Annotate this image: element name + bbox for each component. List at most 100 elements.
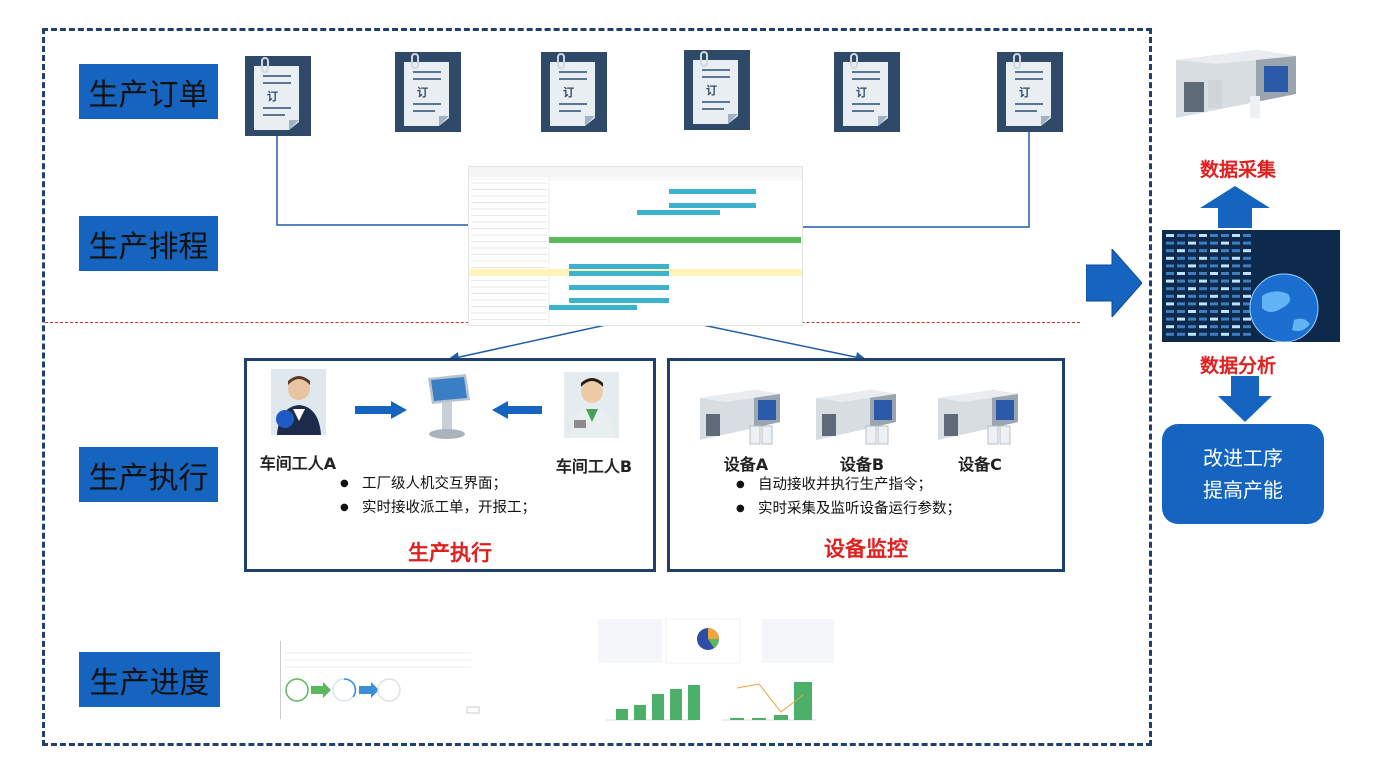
- server-light: [1188, 310, 1196, 313]
- server-light: [1177, 241, 1185, 245]
- server-light: [1232, 272, 1240, 275]
- server-light: [1232, 241, 1240, 245]
- device-label: 设备C: [958, 455, 1002, 474]
- server-light: [1221, 294, 1229, 298]
- server-light: [1177, 249, 1185, 253]
- server-light: [1232, 294, 1240, 298]
- server-light: [1243, 234, 1251, 237]
- server-light: [1188, 264, 1196, 268]
- execution-bullets: 工厂级人机交互界面； 实时接收派工单，开报工；: [340, 472, 600, 520]
- monitoring-panel-title: 设备监控: [824, 537, 908, 561]
- server-light: [1243, 264, 1251, 268]
- worker-a-label: 车间工人A: [259, 454, 337, 473]
- server-light: [1232, 249, 1240, 253]
- server-light: [1243, 256, 1251, 260]
- data-analysis-label: 数据分析: [1199, 355, 1276, 377]
- server-light: [1221, 317, 1229, 321]
- server-light: [1210, 234, 1218, 237]
- server-light: [1199, 325, 1207, 329]
- server-light: [1243, 249, 1251, 253]
- server-light: [1177, 264, 1185, 268]
- execution-bullet-1: 工厂级人机交互界面；: [340, 472, 600, 496]
- server-light: [1232, 279, 1240, 283]
- server-light: [1166, 241, 1174, 245]
- server-light: [1221, 302, 1229, 306]
- system-frame: [42, 28, 1152, 746]
- document-icon: 订: [997, 52, 1063, 132]
- server-light: [1177, 256, 1185, 260]
- server-light: [1221, 287, 1229, 291]
- server-light: [1210, 249, 1218, 253]
- server-light: [1188, 234, 1196, 237]
- server-light: [1199, 332, 1207, 336]
- server-light: [1177, 302, 1185, 306]
- document-icon: 订: [395, 52, 461, 132]
- server-light: [1221, 234, 1229, 237]
- server-light: [1221, 332, 1229, 336]
- device-label: 设备B: [839, 455, 885, 474]
- server-light: [1188, 294, 1196, 298]
- server-light: [1232, 325, 1240, 329]
- server-light: [1166, 249, 1174, 253]
- analytics-dashboard-thumbnail: [596, 605, 842, 725]
- server-light: [1199, 310, 1207, 313]
- server-light: [1177, 294, 1185, 298]
- server-light: [1166, 272, 1174, 275]
- arrow-icon: [1200, 186, 1270, 228]
- server-light: [1221, 264, 1229, 268]
- server-light: [1177, 332, 1185, 336]
- execution-panel-title: 生产执行: [408, 541, 492, 565]
- server-light: [1210, 256, 1218, 260]
- server-light: [1199, 317, 1207, 321]
- analytics-charts: [598, 618, 834, 721]
- server-light: [1188, 279, 1196, 283]
- document-glyph: 订: [563, 86, 574, 99]
- factory-equipment-icon: [700, 376, 782, 450]
- server-light: [1199, 256, 1207, 260]
- document-glyph: 订: [1019, 86, 1030, 99]
- server-light: [1177, 325, 1185, 329]
- server-light: [1210, 332, 1218, 336]
- server-light: [1188, 317, 1196, 321]
- phase-label-progress: 生产进度: [79, 652, 220, 707]
- server-light: [1199, 272, 1207, 275]
- server-globe-icon: [1162, 230, 1340, 342]
- server-light: [1232, 264, 1240, 268]
- server-light: [1166, 332, 1174, 336]
- server-light: [1243, 294, 1251, 298]
- server-light: [1210, 264, 1218, 268]
- server-light: [1221, 249, 1229, 253]
- server-light: [1210, 317, 1218, 321]
- server-light: [1188, 287, 1196, 291]
- server-light: [1199, 279, 1207, 283]
- arrow-icon: [492, 401, 542, 419]
- progress-dashboard-thumbnail: [280, 641, 481, 719]
- server-light: [1243, 279, 1251, 283]
- server-light: [1166, 310, 1174, 313]
- arrow-icon: [1218, 376, 1272, 422]
- server-light: [1166, 287, 1174, 291]
- improve-line-1: 改进工序: [1203, 446, 1283, 470]
- factory-equipment-icon: [938, 376, 1020, 450]
- server-light: [1210, 302, 1218, 306]
- document-icon: 订: [541, 52, 607, 132]
- server-light: [1199, 241, 1207, 245]
- server-light: [1221, 310, 1229, 313]
- server-light: [1232, 332, 1240, 336]
- document-glyph: 订: [856, 86, 867, 99]
- server-light: [1177, 234, 1185, 237]
- server-light: [1188, 241, 1196, 245]
- document-glyph: 订: [417, 86, 428, 99]
- document-glyph: 订: [267, 90, 278, 103]
- kiosk-terminal-icon: [428, 374, 470, 439]
- document-icon: 订: [684, 50, 750, 130]
- execution-bullet-2: 实时接收派工单，开报工；: [340, 496, 600, 520]
- server-light: [1210, 294, 1218, 298]
- server-light: [1232, 317, 1240, 321]
- document-icon: 订: [245, 56, 311, 136]
- server-light: [1243, 332, 1251, 336]
- server-light: [1210, 310, 1218, 313]
- server-light: [1166, 294, 1174, 298]
- server-light: [1199, 287, 1207, 291]
